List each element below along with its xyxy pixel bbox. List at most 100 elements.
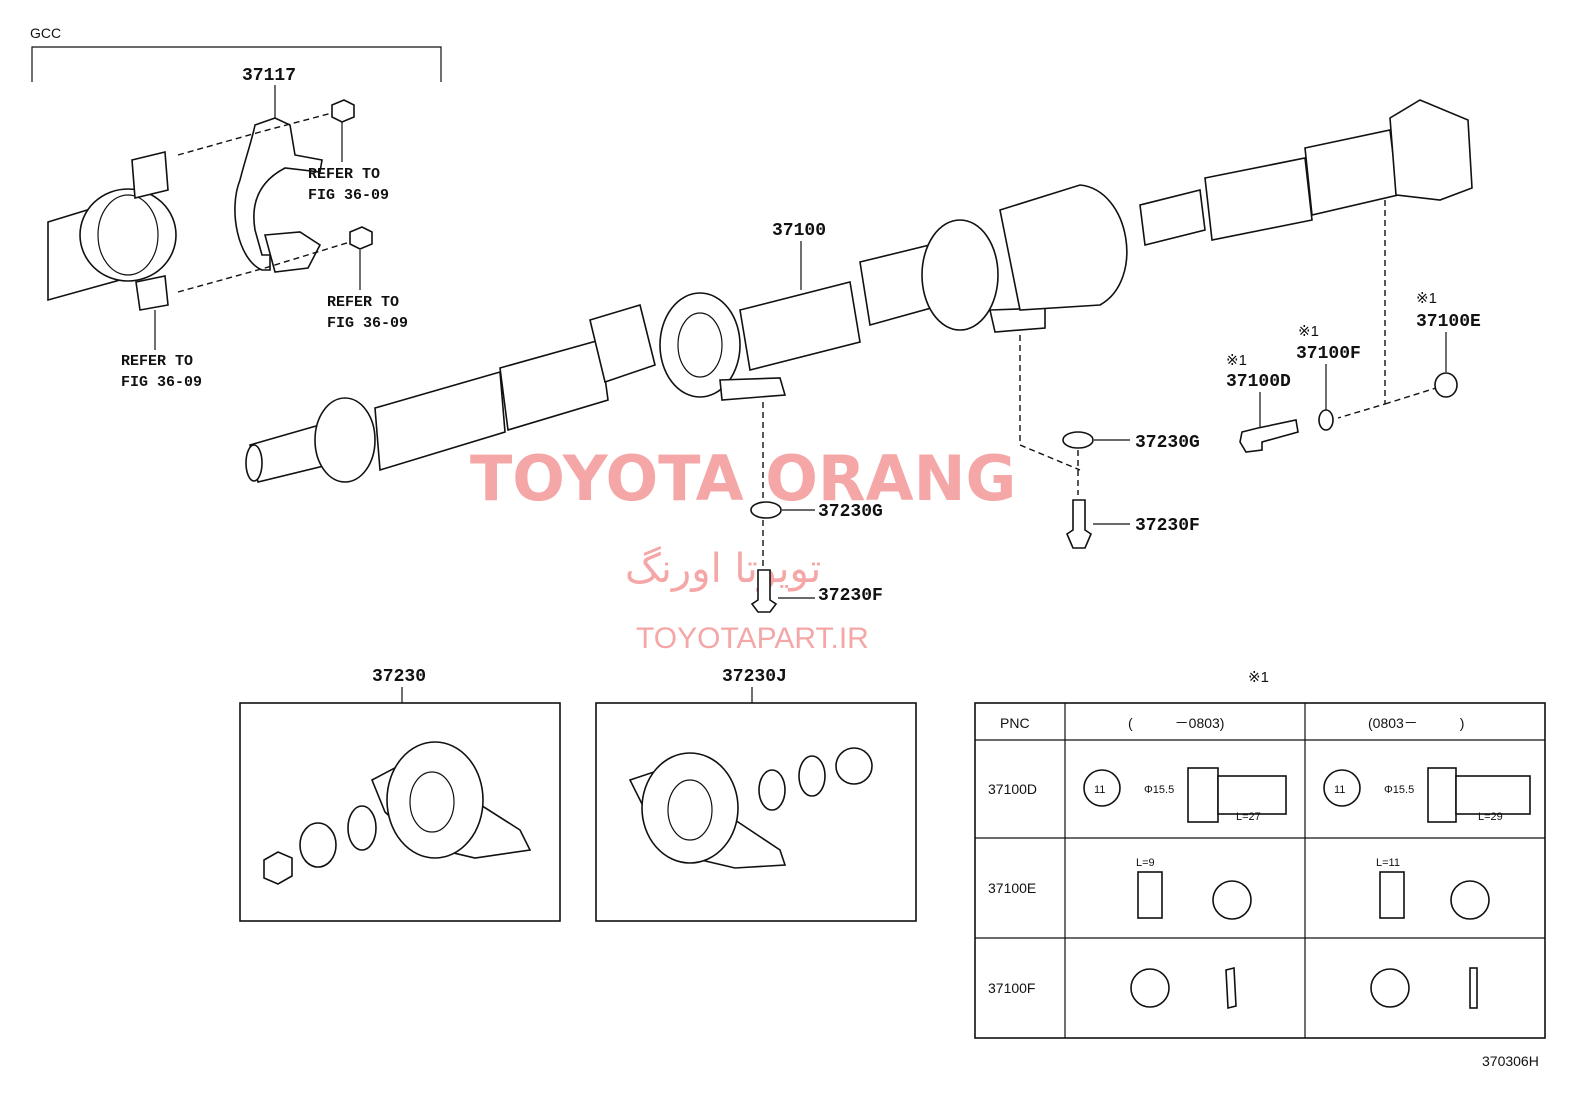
refer-to-1-line1[interactable]: REFER TO [308,166,380,183]
front-tube-1 [374,370,506,472]
note-mark-37100F: ※1 [1298,323,1319,340]
table-row-2-pnc: 37100E [988,880,1036,896]
callout-37230J[interactable]: 37230J [722,667,787,687]
table-frame [974,702,1546,1039]
callout-37100[interactable]: 37100 [772,221,826,241]
kit-37230-nut [263,851,293,885]
table-header-col1: ( －0803) [1128,715,1224,731]
rear-mount-hardware: 37230G 37230F [1019,335,1200,549]
callout-37230F-front[interactable]: 37230F [818,586,883,606]
callout-37100F[interactable]: 37100F [1296,344,1361,364]
cushion-37230G-rear [1062,431,1094,449]
callout-37100E[interactable]: 37100E [1416,312,1481,332]
gcc-bracket: GCC [30,25,442,82]
rear-tube-1 [1204,157,1313,241]
refer-to-3-line2[interactable]: FIG 36-09 [121,374,202,391]
kit-37230: 37230 [239,667,561,922]
callout-37230F-rear[interactable]: 37230F [1135,516,1200,536]
gcc-label: GCC [30,25,61,41]
refer-to-2-line2[interactable]: FIG 36-09 [327,315,408,332]
propeller-shaft: 37100 [245,99,1473,483]
refer-to-2-line1[interactable]: REFER TO [327,294,399,311]
kit-37230J-washer-1 [758,769,786,811]
table-row-2-c1-nut-side [1137,871,1163,919]
table-row-1-pnc: 37100D [988,781,1037,797]
bolt-37230F-front [750,569,778,613]
table-row-1-c2-bolt-head [1427,767,1457,823]
table-row-2-c2-nut-side [1379,871,1405,919]
clamp-bracket-top [131,151,169,199]
table-row-2-c2-nut-face [1450,880,1490,920]
table-row-1-c1-bolt-head [1187,767,1219,823]
reference-table: ※1 PNC ( －0803) (0803－ ) 37100D 11 Φ15.5… [974,669,1546,1039]
watermark: TOYOTA ORANG تویوتا اورنگ TOYOTAPART.IR [470,442,1016,655]
table-row-2-c1-nut-face [1212,880,1252,920]
table-header-pnc: PNC [1000,715,1030,731]
clamp-ring [79,188,177,282]
table-row-3-c1-washer-face [1130,968,1170,1008]
note-mark-37100E: ※1 [1416,290,1437,307]
watermark-brand-fa: تویوتا اورنگ [625,546,821,592]
center-bearing-rear-bracket [989,307,1046,333]
nut-37100E [1434,372,1458,398]
rear-tube-2 [1304,129,1399,216]
table-row-3-c1-washer-side [1225,966,1237,1010]
nut-upper [331,99,355,123]
kit-37230J-bearing [641,752,739,864]
table-row-1-c1-head [1083,769,1121,807]
callout-37230[interactable]: 37230 [372,667,426,687]
watermark-brand: TOYOTA ORANG [470,442,1016,515]
kit-37230-washer-2 [347,805,377,851]
front-tube-2 [499,338,609,432]
table-row-3-c2-washer-side [1469,967,1478,1009]
center-bearing-front [659,292,741,398]
clamp-bracket-bottom [135,275,169,311]
callout-37100D[interactable]: 37100D [1226,372,1291,392]
note-mark-37100D: ※1 [1226,352,1247,369]
bolt-37100D [1239,419,1299,453]
refer-to-1-line2[interactable]: FIG 36-09 [308,187,389,204]
kit-37230-washer-1 [299,822,337,868]
cushion-37230G-front [750,501,782,519]
callout-37230G-rear[interactable]: 37230G [1135,433,1200,453]
table-row-1-c1-len: L=27 [1236,811,1261,823]
table-note-mark: ※1 [1248,669,1269,686]
front-yoke-flange [314,397,376,483]
table-header-col2: (0803－ ) [1368,715,1464,731]
table-row-1-c2-len: L=29 [1478,811,1503,823]
clamp-lower-tab [263,231,322,273]
callout-37230G-front[interactable]: 37230G [818,502,883,522]
middle-tube [739,281,861,371]
figure-code: 370306H [1482,1053,1539,1069]
kit-37230J-nut [835,747,873,785]
kit-37230J: 37230J [595,667,917,922]
table-row-1-c2-mark: 11 [1334,784,1345,796]
rear-shaft [1139,189,1206,246]
bolt-37230F-rear [1066,499,1092,549]
center-bearing-front-bracket [719,377,787,401]
kit-37230-bearing [386,741,484,859]
rear-joint-housing [999,184,1128,311]
rear-flange [1389,99,1473,201]
table-row-1-c2-bolt-shank [1455,775,1531,815]
table-row-1-c2-dia: Φ15.5 [1384,784,1414,796]
washer-37100F [1318,409,1334,431]
front-mount-hardware: 37230G 37230F [750,402,883,613]
clamp-upper-half [234,117,323,271]
refer-to-3-line1[interactable]: REFER TO [121,353,193,370]
table-row-1-c1-mark: 11 [1094,784,1105,796]
table-row-3-pnc: 37100F [988,980,1035,996]
table-row-1-c1-dia: Φ15.5 [1144,784,1174,796]
rear-flange-hardware: ※1 37100D ※1 37100F ※1 37100E [1226,200,1481,453]
watermark-url: TOYOTAPART.IR [636,622,869,655]
table-row-1-c2-head [1323,769,1361,807]
kit-37230J-washer-2 [798,755,826,797]
center-bearing-rear [921,219,999,331]
table-row-3-c2-washer-face [1370,968,1410,1008]
clamp-assembly-group: 37117 REFER TO FIG 36-09 REFER TO FIG 36… [47,66,408,391]
callout-37117[interactable]: 37117 [242,66,296,86]
table-row-2-c1-len: L=9 [1136,857,1155,869]
nut-lower [349,226,373,250]
universal-joint-front [589,303,656,384]
